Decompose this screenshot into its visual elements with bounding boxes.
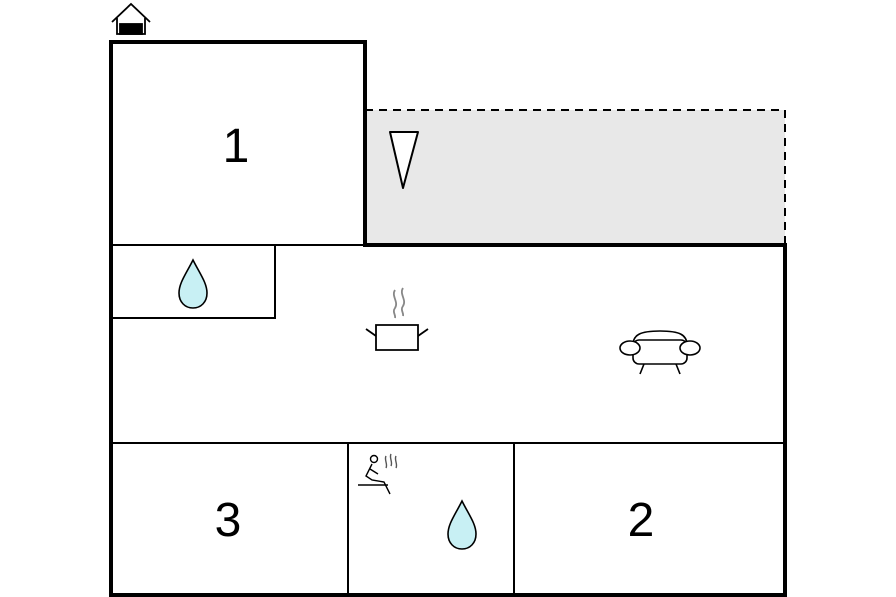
entrance-icon (111, 2, 151, 35)
room-label-2: 2 (628, 494, 655, 547)
water-drop-icon-bottom (447, 499, 477, 550)
terrace-icon (389, 131, 419, 189)
sofa-icon (619, 330, 701, 375)
room-label-3: 3 (215, 494, 242, 547)
water-drop-icon-top (178, 258, 208, 309)
sauna-icon (358, 453, 398, 495)
terrace (365, 109, 786, 245)
cooking-pot-icon (365, 287, 429, 351)
room-label-1: 1 (223, 120, 250, 173)
outer-walls (109, 40, 787, 597)
interior-walls (111, 244, 785, 595)
